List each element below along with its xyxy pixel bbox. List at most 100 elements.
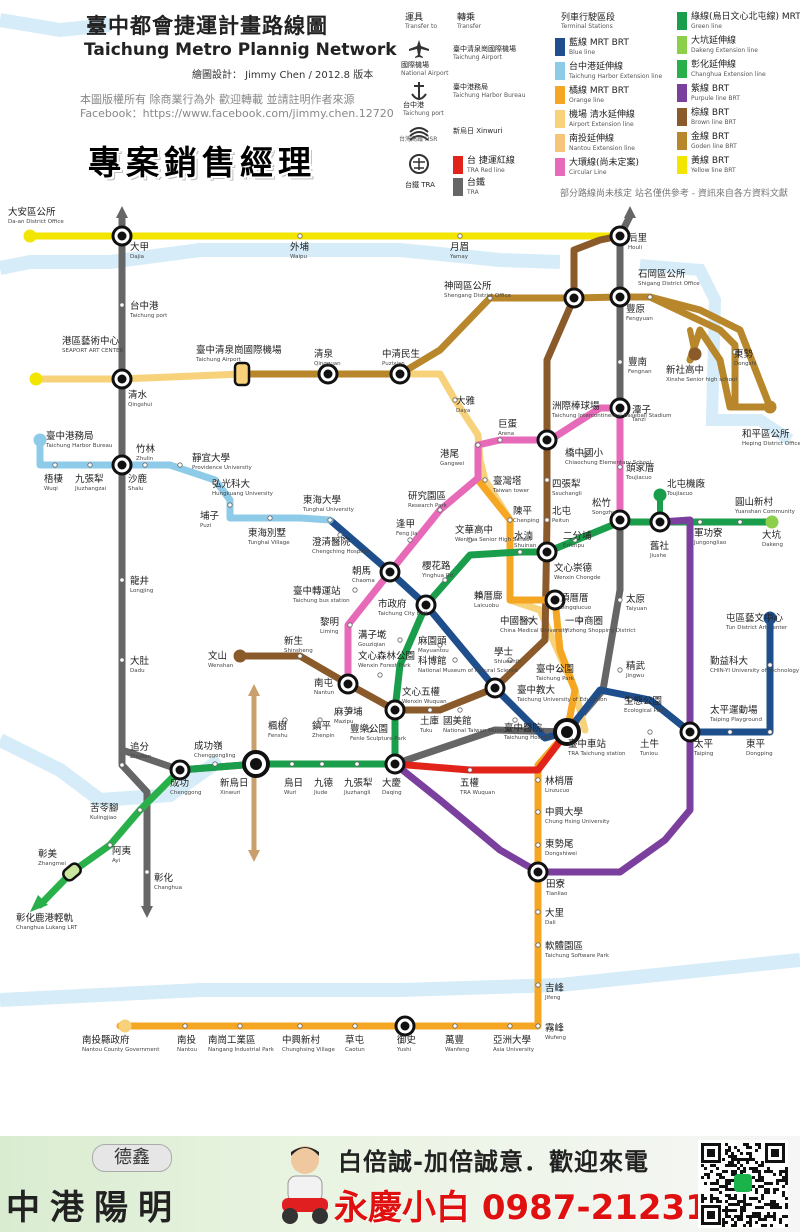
station-tun-district-art-center[interactable]: [763, 611, 777, 625]
station-yuanshan-community[interactable]: [737, 519, 743, 525]
station-dali[interactable]: [535, 909, 541, 915]
station-taichung-port[interactable]: [119, 302, 125, 308]
station-taichung-hospital[interactable]: [512, 717, 518, 723]
station-fenle-sculpture-park[interactable]: [367, 727, 373, 733]
station-qingshui[interactable]: [111, 368, 133, 390]
station-fenshu[interactable]: [282, 717, 288, 723]
station-dongshiwei[interactable]: [535, 842, 541, 848]
station-wenxin-chongde[interactable]: [536, 541, 558, 563]
station-qingquan[interactable]: [317, 363, 339, 385]
station-ssuchangli[interactable]: [544, 477, 550, 483]
station-ayi[interactable]: [107, 842, 113, 848]
station-shengang-district-office[interactable]: [487, 295, 493, 301]
station-toujiacuo[interactable]: [617, 464, 623, 470]
station-jungongliao[interactable]: [697, 519, 703, 525]
station-chiaochung-elementary-school[interactable]: [582, 452, 588, 458]
facebook-link[interactable]: Facebook：https://www.facebook.com/jimmy.…: [80, 107, 394, 120]
station-tra-taichung-station[interactable]: [553, 718, 581, 746]
station-wenshan[interactable]: [233, 649, 247, 663]
station-taiyuan[interactable]: [617, 597, 623, 603]
station-wenhua-senior-high-school[interactable]: [467, 537, 473, 543]
station-chunghsing-village[interactable]: [297, 1023, 303, 1029]
station-mayuantou[interactable]: [437, 642, 443, 648]
station-jiushe[interactable]: [649, 511, 671, 533]
station-mazipu[interactable]: [347, 707, 353, 713]
station-taiping[interactable]: [679, 721, 701, 743]
station-puzixian[interactable]: [389, 363, 411, 385]
station-shuinan[interactable]: [517, 549, 523, 555]
station-nantou[interactable]: [182, 1023, 188, 1029]
station-chenping[interactable]: [507, 517, 513, 523]
station-seaport-art-center[interactable]: [29, 372, 43, 386]
station-da-an-district-office[interactable]: [23, 229, 37, 243]
station-daya[interactable]: [452, 397, 458, 403]
station-ecological-park[interactable]: [627, 697, 633, 703]
station-xinshe-senior-high-school[interactable]: [688, 347, 702, 361]
station-taichung-harbor-bureau[interactable]: [33, 433, 47, 447]
station-dongping[interactable]: [767, 729, 773, 735]
station-jiuzhangli[interactable]: [354, 761, 360, 767]
station-nantou-county-government[interactable]: [118, 1019, 132, 1033]
station-taichung-bus-station[interactable]: [352, 587, 358, 593]
station-dajia[interactable]: [111, 225, 133, 247]
station-linzucuo[interactable]: [535, 777, 541, 783]
station-chenggong[interactable]: [169, 759, 191, 781]
station-zhangmei[interactable]: [61, 862, 83, 883]
station-wuri[interactable]: [289, 761, 295, 767]
station-gangwei[interactable]: [475, 442, 481, 448]
station-jifeng[interactable]: [535, 982, 541, 988]
station-tra-wuquan[interactable]: [467, 767, 473, 773]
station-shigang-district-office[interactable]: [647, 294, 653, 300]
station-songzhu[interactable]: [609, 509, 631, 531]
station-daqing[interactable]: [384, 753, 406, 775]
station-chaoma[interactable]: [379, 561, 401, 583]
station-yamay[interactable]: [457, 233, 463, 239]
station-yushi[interactable]: [394, 1015, 416, 1037]
station-caotun[interactable]: [352, 1023, 358, 1029]
station-toujiacuo[interactable]: [653, 488, 667, 502]
station-feng-jia[interactable]: [407, 537, 413, 543]
station-changhua[interactable]: [144, 869, 150, 875]
station-dingqiucuo[interactable]: [544, 589, 566, 611]
station-tanzi[interactable]: [609, 397, 631, 419]
qr-code-icon[interactable]: [698, 1140, 788, 1228]
station-taiwan-tower[interactable]: [482, 477, 488, 483]
station-shinsheng[interactable]: [297, 653, 303, 659]
contact-phone[interactable]: 永慶小白 0987-212312: [334, 1188, 733, 1228]
station-jiude[interactable]: [319, 761, 325, 767]
station-taichung-software-park[interactable]: [535, 942, 541, 948]
station-taichung-park[interactable]: [557, 667, 563, 673]
station-china-medical-university[interactable]: [527, 617, 533, 623]
station-zhenpin[interactable]: [317, 717, 323, 723]
station-research-park[interactable]: [437, 507, 443, 513]
station-yinghua-rd[interactable]: [442, 577, 448, 583]
station-xinwuri[interactable]: [242, 750, 270, 778]
station-waipu[interactable]: [297, 233, 303, 239]
station-wenxin-forest-park[interactable]: [377, 672, 383, 678]
station-peitun[interactable]: [544, 517, 550, 523]
station-wufeng[interactable]: [535, 1023, 541, 1029]
station-asia-university[interactable]: [507, 1023, 513, 1029]
station-fengyuan[interactable]: [609, 286, 631, 308]
station-shalu[interactable]: [111, 454, 133, 476]
station-nangang-industrial-park[interactable]: [237, 1023, 243, 1029]
station-heping-district-office[interactable]: [763, 400, 777, 414]
station-longjing[interactable]: [119, 577, 125, 583]
station-dakeng[interactable]: [765, 515, 779, 529]
station-houli[interactable]: [609, 225, 631, 247]
station-nantun[interactable]: [337, 673, 359, 695]
station-tuniou[interactable]: [647, 729, 653, 735]
station-chin-yi-university-of-technology[interactable]: [767, 662, 773, 668]
station-fengnan[interactable]: [617, 359, 623, 365]
station-yizhong-shopping-district[interactable]: [577, 617, 583, 623]
station-jiuzhangzai[interactable]: [87, 462, 93, 468]
station-national-museum-of-natural-science[interactable]: [452, 657, 458, 663]
station-wenxin-wuquan[interactable]: [384, 699, 406, 721]
station-taichung-university-of-education[interactable]: [484, 677, 506, 699]
station-taichung-airport[interactable]: [233, 361, 251, 387]
station-erfenpu[interactable]: [572, 537, 578, 543]
station-tunghai-village[interactable]: [267, 515, 273, 521]
station-zhulin[interactable]: [142, 462, 148, 468]
station-taiping-playground[interactable]: [727, 729, 733, 735]
station-wuqi[interactable]: [52, 462, 58, 468]
